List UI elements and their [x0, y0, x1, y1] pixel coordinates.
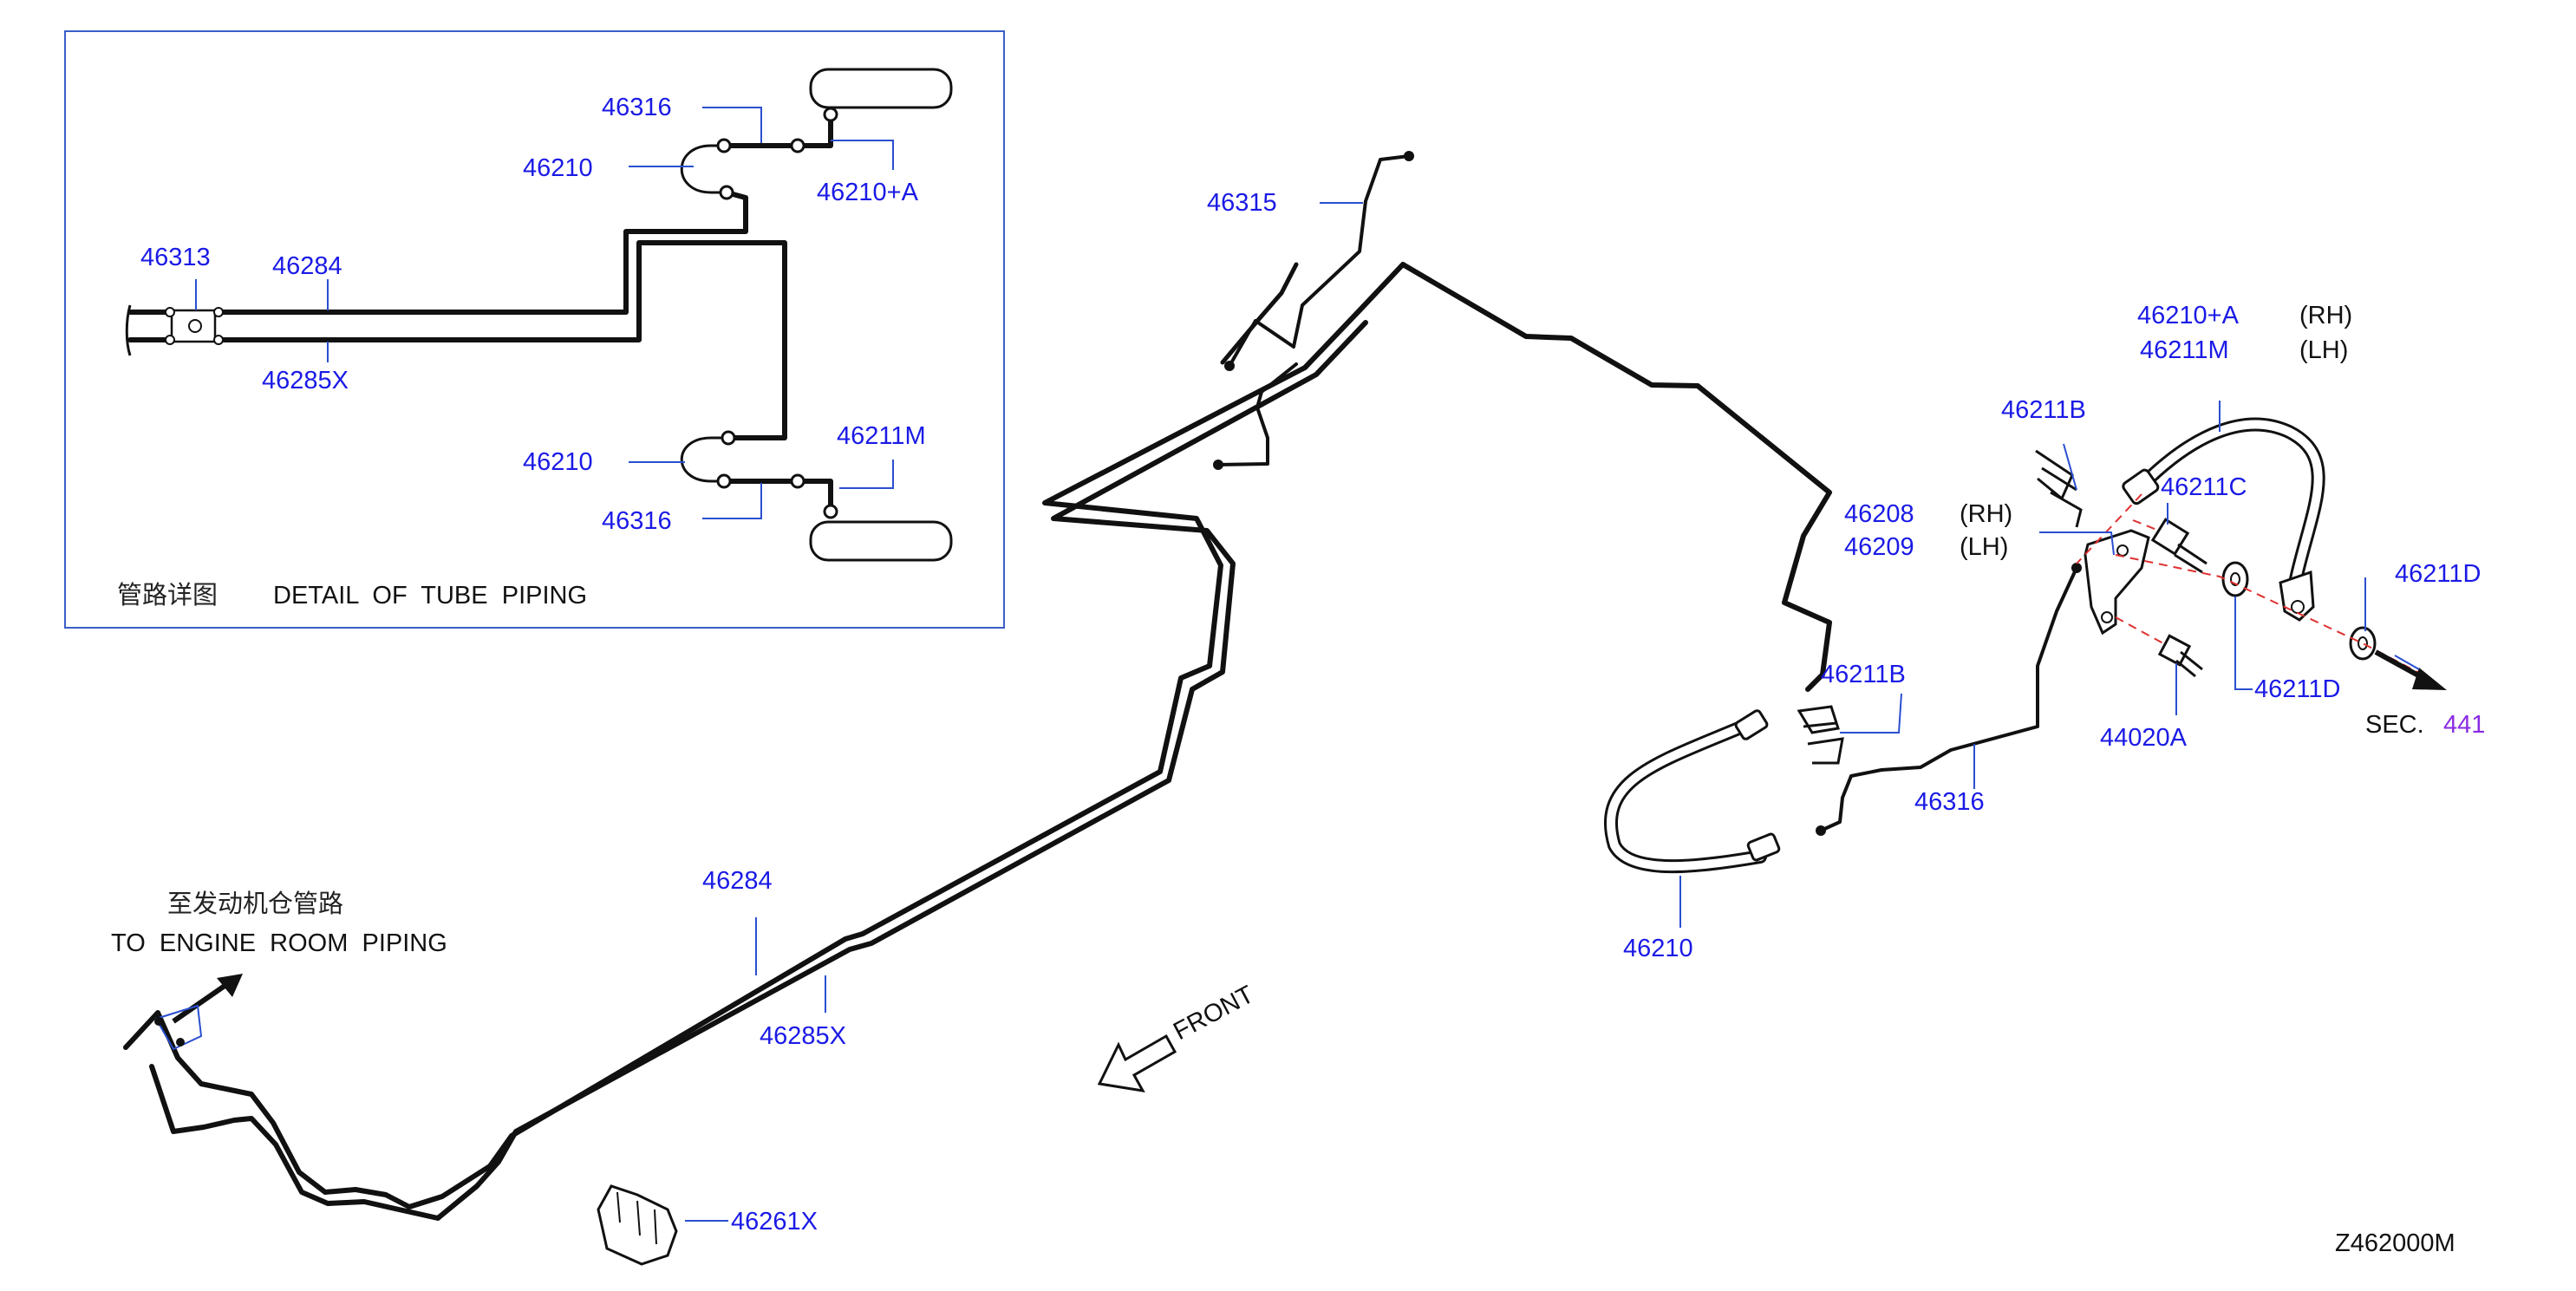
- clip-46211b-mid-icon: [1797, 705, 1844, 765]
- label-engine-room-cn: 至发动机仓管路: [167, 889, 343, 918]
- label-46210a: 46210+A: [817, 179, 919, 206]
- hose-46210a-top: [798, 128, 832, 147]
- bracket-46208-icon: [2084, 529, 2150, 636]
- caliper-bottom-icon: [809, 520, 953, 562]
- label-46284-detail: 46284: [272, 252, 342, 280]
- label-lh-46211m: (LH): [2299, 336, 2348, 364]
- hose-46210-bottom: [680, 436, 728, 483]
- tube-46285x-detail: [127, 240, 787, 440]
- bolt-44020a-icon: [2157, 634, 2203, 678]
- tube-46284-detail: [127, 190, 748, 315]
- label-46210: 46210: [1623, 935, 1693, 962]
- label-engine-room-en: TO ENGINE ROOM PIPING: [111, 929, 447, 957]
- label-46209: 46209: [1844, 533, 1914, 561]
- label-46211m-detail: 46211M: [837, 422, 926, 450]
- label-44020a: 44020A: [2100, 724, 2188, 752]
- label-46315: 46315: [1207, 189, 1277, 217]
- clip-46211b-top-icon: [2035, 449, 2083, 528]
- label-46210-bottom: 46210: [523, 448, 593, 476]
- detail-title-cn: 管路详图: [117, 580, 218, 610]
- tube-46284: [123, 262, 1832, 1209]
- label-sec: SEC.: [2365, 711, 2424, 739]
- label-46285x: 46285X: [760, 1022, 846, 1050]
- label-rh-46210a: (RH): [2299, 302, 2352, 329]
- caliper-top-icon: [809, 68, 953, 109]
- tube-46285x: [149, 320, 1368, 1221]
- detail-frame: [64, 30, 1005, 629]
- label-lh-46209: (LH): [1960, 533, 2008, 561]
- label-46284: 46284: [702, 867, 773, 895]
- label-46210a: 46210+A: [2137, 302, 2240, 329]
- hose-46210-top: [680, 144, 727, 194]
- bolt-46211c-icon: [2150, 518, 2208, 574]
- label-46211c: 46211C: [2161, 473, 2247, 501]
- hose-46210a: [2135, 417, 2325, 586]
- front-label: FRONT: [1169, 981, 1258, 1046]
- label-46211b-top: 46211B: [2001, 396, 2086, 424]
- tube-46316: [1819, 566, 2078, 832]
- front-arrow-icon: [1097, 1033, 1177, 1092]
- label-46285x-detail: 46285X: [262, 367, 349, 394]
- label-46316-bottom: 46316: [602, 507, 672, 535]
- label-sec-441-link[interactable]: 441: [2443, 711, 2485, 739]
- label-46211m: 46211M: [2140, 336, 2229, 364]
- detail-title-en: DETAIL OF TUBE PIPING: [273, 582, 587, 610]
- tube-46316-bottom: [721, 479, 833, 516]
- clip-46261x-icon: [597, 1184, 678, 1266]
- label-46210-top: 46210: [523, 154, 593, 182]
- label-46316-top: 46316: [602, 94, 672, 121]
- detail-inset: 46316 46210 46210+A 46313 46284 46285X 4…: [64, 30, 1005, 629]
- label-46211b-mid: 46211B: [1821, 661, 1906, 688]
- diagram-code: Z462000M: [2335, 1229, 2455, 1257]
- label-46211d-right: 46211D: [2395, 560, 2481, 588]
- label-46208: 46208: [1844, 500, 1914, 528]
- label-46261x: 46261X: [731, 1208, 818, 1236]
- tube-46316-top: [721, 110, 833, 148]
- label-46313: 46313: [140, 244, 211, 271]
- tube-46315-join: [1220, 262, 1299, 365]
- tube-46315: [1228, 154, 1411, 368]
- label-46316: 46316: [1914, 788, 1985, 816]
- main-drawing: FRONT 46315 46284 46285X 46261X 46208 46…: [111, 151, 2485, 1266]
- label-46211d-low: 46211D: [2254, 675, 2340, 703]
- label-rh-46208: (RH): [1960, 500, 2012, 528]
- arrow-engine-room-icon: [172, 981, 229, 1024]
